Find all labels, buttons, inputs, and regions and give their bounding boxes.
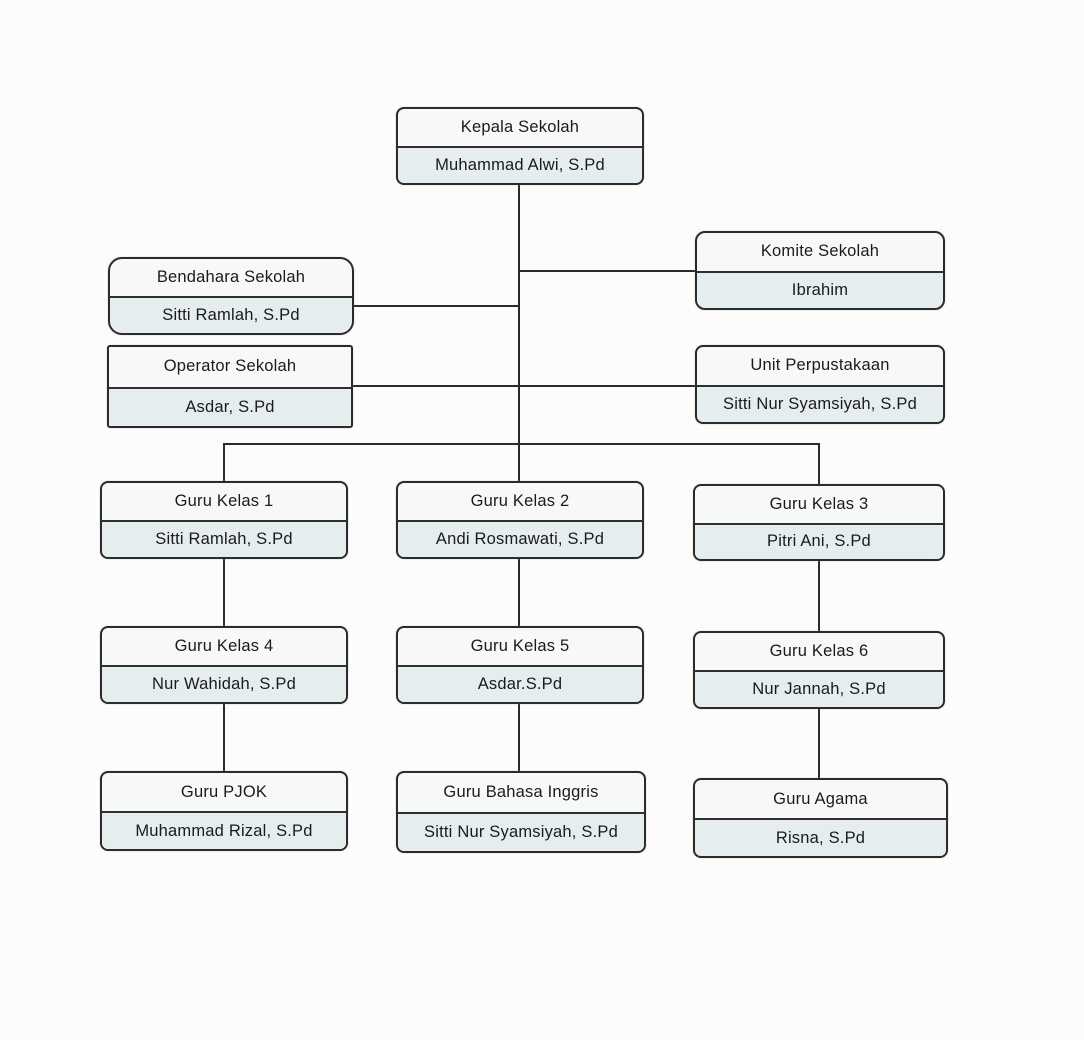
connector-guru2-guru5 [518,558,520,627]
org-node-komite-sekolah: Komite Sekolah Ibrahim [695,231,945,310]
person-name: Sitti Ramlah, S.Pd [102,520,346,557]
connector-guru-branch [223,443,820,445]
role-title: Guru Kelas 1 [102,483,346,520]
person-name: Asdar, S.Pd [109,386,351,426]
role-title: Guru Agama [695,780,946,818]
role-title: Guru Kelas 4 [102,628,346,665]
org-node-operator-sekolah: Operator Sekolah Asdar, S.Pd [107,345,353,428]
connector-guru4-pjok [223,703,225,772]
org-node-guru-kelas-3: Guru Kelas 3 Pitri Ani, S.Pd [693,484,945,561]
person-name: Nur Wahidah, S.Pd [102,665,346,702]
org-node-guru-pjok: Guru PJOK Muhammad Rizal, S.Pd [100,771,348,851]
org-node-bendahara-sekolah: Bendahara Sekolah Sitti Ramlah, S.Pd [108,257,354,335]
org-node-guru-bahasa-inggris: Guru Bahasa Inggris Sitti Nur Syamsiyah,… [396,771,646,853]
org-node-guru-kelas-2: Guru Kelas 2 Andi Rosmawati, S.Pd [396,481,644,559]
org-node-guru-kelas-5: Guru Kelas 5 Asdar.S.Pd [396,626,644,704]
connector-to-komite [518,270,695,272]
org-node-guru-kelas-6: Guru Kelas 6 Nur Jannah, S.Pd [693,631,945,709]
connector-guru6-agama [818,708,820,779]
connector-kepala-down [518,185,520,481]
person-name: Muhammad Alwi, S.Pd [398,146,642,183]
connector-guru5-inggris [518,703,520,772]
person-name: Sitti Ramlah, S.Pd [110,296,352,333]
role-title: Guru Kelas 2 [398,483,642,520]
org-node-guru-kelas-1: Guru Kelas 1 Sitti Ramlah, S.Pd [100,481,348,559]
role-title: Kepala Sekolah [398,109,642,146]
role-title: Guru Bahasa Inggris [398,773,644,812]
person-name: Sitti Nur Syamsiyah, S.Pd [398,812,644,851]
person-name: Risna, S.Pd [695,818,946,856]
role-title: Guru Kelas 6 [695,633,943,670]
connector-guru3-guru6 [818,560,820,632]
role-title: Guru Kelas 3 [695,486,943,523]
person-name: Ibrahim [697,270,943,308]
connector-operator-perpustakaan [353,385,695,387]
role-title: Bendahara Sekolah [110,259,352,296]
org-node-guru-kelas-4: Guru Kelas 4 Nur Wahidah, S.Pd [100,626,348,704]
connector-guru1-guru4 [223,558,225,627]
person-name: Pitri Ani, S.Pd [695,522,943,559]
role-title: Guru PJOK [102,773,346,811]
connector-branch-drop-right [818,443,820,485]
org-node-kepala-sekolah: Kepala Sekolah Muhammad Alwi, S.Pd [396,107,644,185]
connector-to-bendahara [354,305,520,307]
role-title: Operator Sekolah [109,347,351,387]
person-name: Asdar.S.Pd [398,665,642,702]
person-name: Sitti Nur Syamsiyah, S.Pd [697,384,943,422]
role-title: Komite Sekolah [697,233,943,271]
org-node-guru-agama: Guru Agama Risna, S.Pd [693,778,948,858]
person-name: Nur Jannah, S.Pd [695,670,943,707]
person-name: Muhammad Rizal, S.Pd [102,811,346,849]
role-title: Unit Perpustakaan [697,347,943,385]
org-node-unit-perpustakaan: Unit Perpustakaan Sitti Nur Syamsiyah, S… [695,345,945,424]
connector-branch-drop-left [223,443,225,483]
role-title: Guru Kelas 5 [398,628,642,665]
person-name: Andi Rosmawati, S.Pd [398,520,642,557]
